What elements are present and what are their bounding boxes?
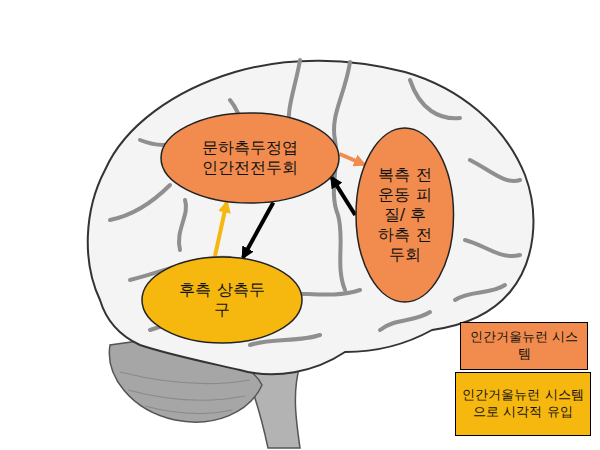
region-ellipse: 문하측두정엽 인간전전두회: [160, 112, 340, 204]
legend-text: 인간거울뉴런 시스템: [461, 329, 587, 363]
region-name: 후측 상측두구: [172, 280, 272, 320]
region-label: 후측 상측두구: [172, 280, 272, 320]
region-label: 문하측두정엽 인간전전두회: [194, 138, 306, 178]
signal-arrow: [215, 202, 227, 256]
region-name: 문하측두정엽 인간전전두회: [194, 138, 306, 178]
legend-text: 인간거울뉴런 시스템으로 시각적 유입: [456, 387, 590, 421]
cerebellum-folia: [120, 372, 250, 413]
signal-arrow: [243, 202, 273, 257]
region-ellipse: 복측 전운동 피질/ 후하측 전두회: [355, 127, 455, 303]
ellipse-fill: [356, 128, 454, 302]
sulci: [110, 60, 520, 345]
ellipse-fill: [142, 257, 302, 343]
legend-swatch: 인간거울뉴런 시스템: [460, 322, 588, 370]
region-ellipse: 후측 상측두구: [141, 256, 303, 344]
region-name: 복측 전운동 피질/ 후하측 전두회: [377, 165, 433, 265]
region-label: 복측 전운동 피질/ 후하측 전두회: [377, 165, 433, 265]
signal-arrow: [340, 154, 365, 165]
legend-swatch: 인간거울뉴런 시스템으로 시각적 유입: [455, 372, 591, 436]
signal-arrow: [332, 177, 356, 215]
ellipse-fill: [161, 113, 339, 203]
